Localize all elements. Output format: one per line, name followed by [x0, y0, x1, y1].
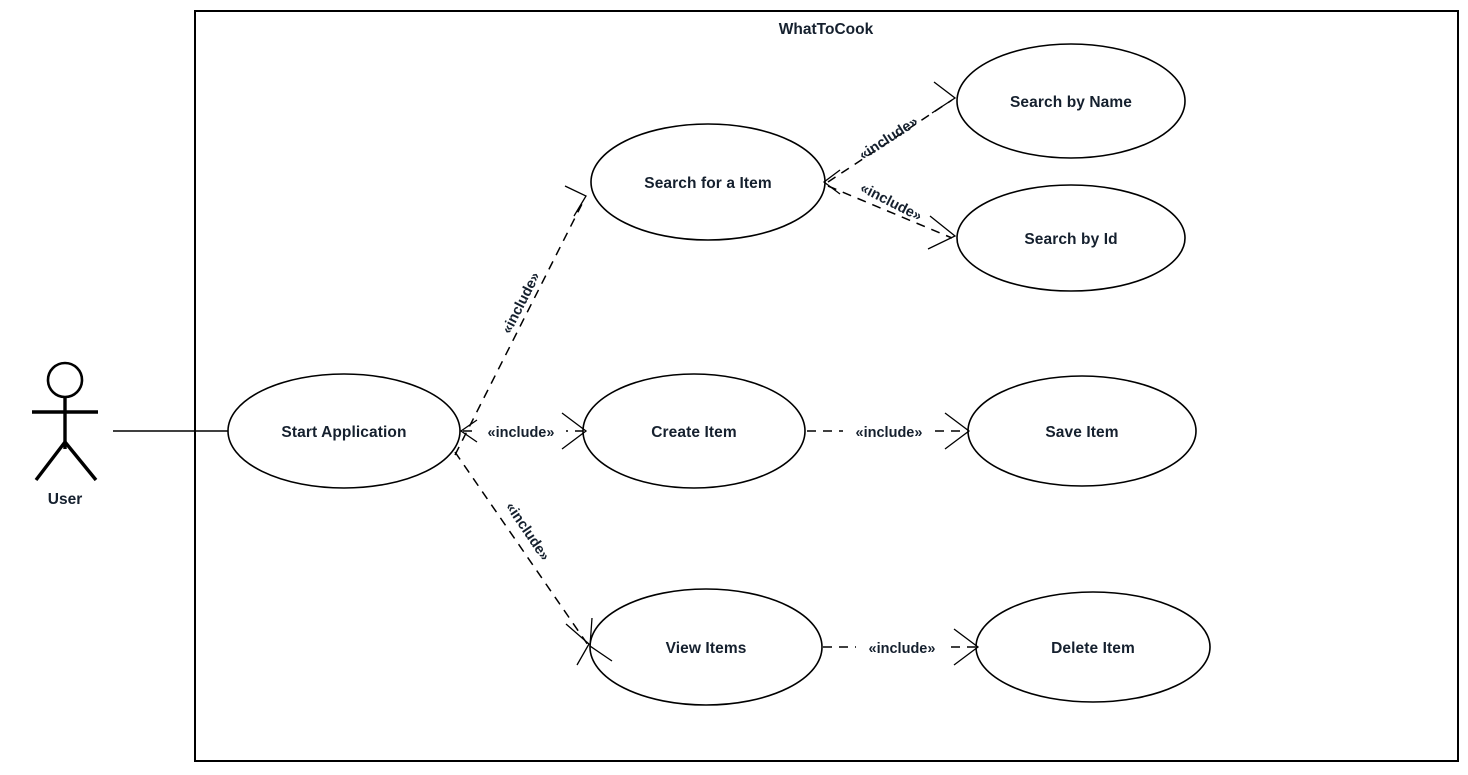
include-label: «include»	[499, 270, 544, 337]
system-boundary-title: WhatToCook	[779, 21, 874, 38]
arrow-head-icon	[927, 215, 957, 250]
include-label-backdrop	[843, 419, 935, 443]
arrow-head-icon	[564, 185, 587, 217]
use-case-ellipse	[589, 588, 823, 706]
use-case-label: View Items	[666, 640, 747, 657]
arrow-head-icon	[944, 412, 971, 450]
actor-label: User	[48, 491, 82, 508]
include-search-for-a-item-to-search-by-name[interactable]: «include»	[827, 81, 957, 183]
dependency-line	[454, 197, 586, 456]
use-case-create-item[interactable]: Create Item	[582, 373, 806, 489]
include-label: «include»	[857, 180, 924, 225]
arrow-head-icon	[561, 412, 588, 450]
dependency-line	[827, 99, 953, 183]
actor-head-icon	[46, 361, 84, 399]
include-label: «include»	[856, 114, 921, 164]
actor-user[interactable]: User	[32, 361, 98, 508]
include-start-application-to-view-items[interactable]: «include»	[454, 451, 590, 666]
use-case-view-items[interactable]: View Items	[589, 588, 823, 706]
include-label: «include»	[488, 425, 555, 441]
use-case-label: Search by Id	[1024, 231, 1117, 248]
include-create-item-to-save-item[interactable]: «include»	[807, 412, 971, 450]
use-case-label: Start Application	[281, 424, 406, 441]
include-start-application-to-search-for-a-item[interactable]: «include»	[454, 185, 587, 456]
use-case-label: Delete Item	[1051, 640, 1135, 657]
include-label: «include»	[869, 641, 936, 657]
arrow-head-icon	[931, 81, 957, 114]
use-case-label: Search for a Item	[644, 175, 771, 192]
use-case-ellipse	[975, 591, 1211, 703]
arrow-head-search-branch-icon	[822, 169, 841, 195]
arrow-head-view-items-icon	[589, 617, 613, 662]
use-case-search-for-a-item[interactable]: Search for a Item	[590, 123, 826, 241]
dependency-line	[454, 451, 589, 646]
system-boundary-rect	[194, 10, 1459, 762]
use-case-ellipse	[956, 43, 1186, 159]
include-start-application-to-create-item[interactable]: «include»	[459, 412, 588, 450]
actor-left-leg-icon	[34, 440, 67, 482]
arrow-head-icon	[953, 628, 980, 666]
use-case-save-item[interactable]: Save Item	[967, 375, 1197, 487]
use-case-delete-item[interactable]: Delete Item	[975, 591, 1211, 703]
include-label: «include»	[856, 425, 923, 441]
use-case-search-by-name[interactable]: Search by Name	[956, 43, 1186, 159]
dependency-line	[827, 185, 953, 239]
include-search-for-a-item-to-search-by-id[interactable]: «include»	[827, 180, 957, 250]
arrow-head-back-icon	[459, 419, 478, 443]
use-case-start-application[interactable]: Start Application	[227, 373, 461, 489]
include-view-items-to-delete-item[interactable]: «include»	[823, 628, 980, 666]
include-label-backdrop	[856, 635, 948, 659]
use-case-ellipse	[956, 184, 1186, 292]
use-case-label: Search by Name	[1010, 94, 1132, 111]
actor-right-leg-icon	[63, 440, 98, 482]
arrow-head-icon	[565, 623, 590, 666]
use-case-label: Save Item	[1045, 424, 1118, 441]
use-case-label: Create Item	[651, 424, 737, 441]
use-case-search-by-id[interactable]: Search by Id	[956, 184, 1186, 292]
include-label-backdrop	[478, 419, 566, 443]
